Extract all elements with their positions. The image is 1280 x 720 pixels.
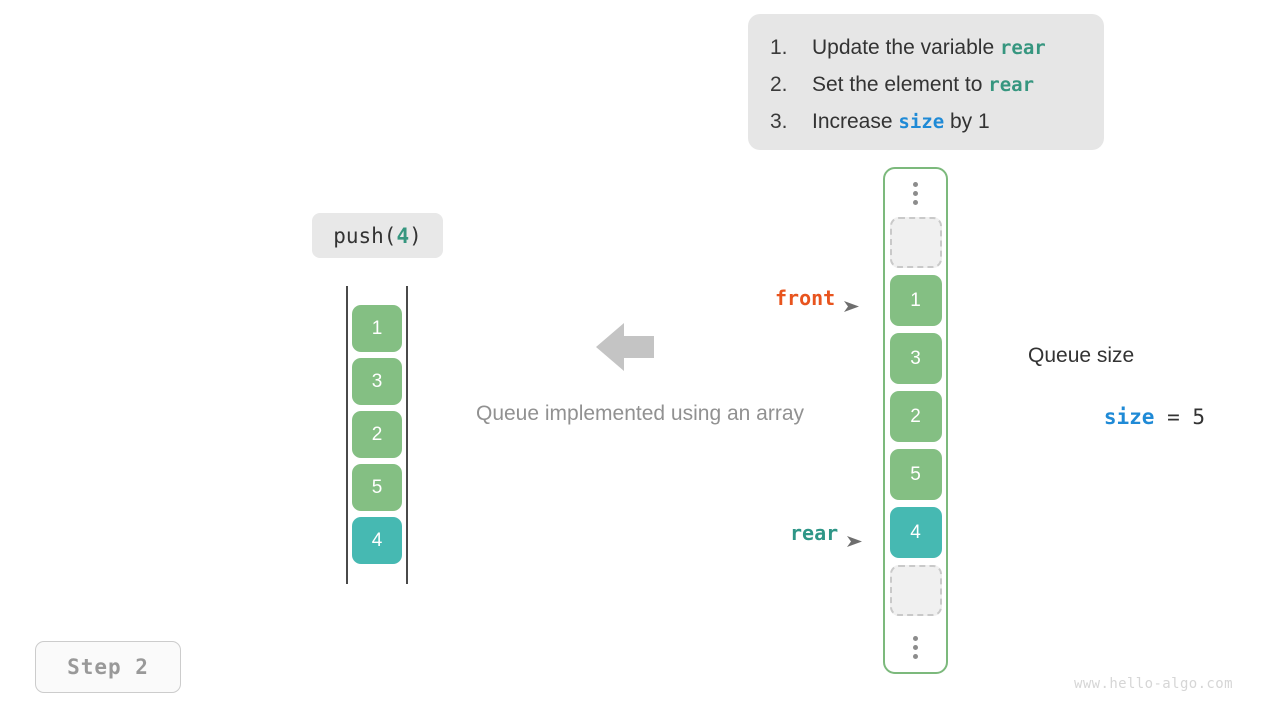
- ellipsis-dot: [913, 181, 918, 187]
- queue-cell-empty: [889, 565, 942, 616]
- instruction-keyword-size: size: [898, 111, 945, 133]
- queue-container: 1 3 2 5 4: [883, 167, 948, 674]
- queue-ellipsis-top: [885, 169, 946, 217]
- ellipsis-dot: [913, 635, 918, 641]
- instruction-step-3: 3. Increase size by 1: [748, 110, 1104, 147]
- size-equals: =: [1154, 405, 1193, 429]
- array-cell: 2: [352, 411, 402, 458]
- instruction-text: Update the variable: [812, 36, 1000, 59]
- operation-label: push(4): [312, 213, 443, 258]
- ellipsis-dot: [913, 653, 918, 659]
- queue-cell: 2: [889, 391, 942, 442]
- array-cell: 1: [352, 305, 402, 352]
- step-badge: Step 2: [35, 641, 181, 693]
- left-array: 1 3 2 5 4: [346, 286, 408, 584]
- ellipsis-dot: [913, 199, 918, 205]
- pointer-arrow-icon: [847, 528, 863, 547]
- left-array-cells: 1 3 2 5 4: [352, 305, 402, 570]
- array-cell: 3: [352, 358, 402, 405]
- size-value: 5: [1192, 405, 1206, 429]
- rear-pointer-label: rear: [790, 521, 863, 547]
- queue-size-title: Queue size: [1028, 344, 1135, 367]
- instruction-number: 2.: [770, 73, 788, 96]
- queue-ellipsis-bottom: [885, 623, 946, 671]
- instruction-step-2: 2. Set the element to rear: [748, 73, 1104, 110]
- queue-cell-highlighted: 4: [889, 507, 942, 558]
- array-rail-right: [406, 286, 408, 584]
- queue-size-readout: Queue size size = 5: [1028, 344, 1205, 453]
- instruction-step-1: 1. Update the variable rear: [748, 36, 1104, 73]
- queue-cell-empty: [889, 217, 942, 268]
- watermark: www.hello-algo.com: [1074, 676, 1233, 692]
- array-cell-highlighted: 4: [352, 517, 402, 564]
- size-variable-name: size: [1103, 405, 1155, 429]
- diagram-caption: Queue implemented using an array: [475, 402, 805, 425]
- array-cell: 5: [352, 464, 402, 511]
- pointer-arrow-icon: [844, 293, 860, 312]
- ellipsis-dot: [913, 190, 918, 196]
- instruction-panel: 1. Update the variable rear 2. Set the e…: [748, 14, 1104, 150]
- queue-size-expression: size = 5: [1028, 381, 1205, 453]
- instruction-keyword-rear: rear: [988, 74, 1035, 96]
- front-pointer-text: front: [775, 286, 836, 310]
- operation-close-paren: ): [409, 223, 422, 248]
- instruction-text: Increase: [812, 110, 899, 133]
- rear-pointer-text: rear: [790, 521, 839, 545]
- left-arrow-icon: [596, 321, 654, 373]
- queue-cell: 5: [889, 449, 942, 500]
- instruction-keyword-rear: rear: [999, 37, 1046, 59]
- front-pointer-label: front: [775, 286, 860, 312]
- array-rail-left: [346, 286, 348, 584]
- ellipsis-dot: [913, 644, 918, 650]
- instruction-text-post: by 1: [944, 110, 990, 133]
- queue-cell: 3: [889, 333, 942, 384]
- instruction-text: Set the element to: [812, 73, 989, 96]
- operation-name: push(: [333, 223, 397, 248]
- operation-argument: 4: [396, 223, 410, 248]
- instruction-number: 3.: [770, 110, 788, 133]
- instruction-number: 1.: [770, 36, 788, 59]
- queue-cell: 1: [889, 275, 942, 326]
